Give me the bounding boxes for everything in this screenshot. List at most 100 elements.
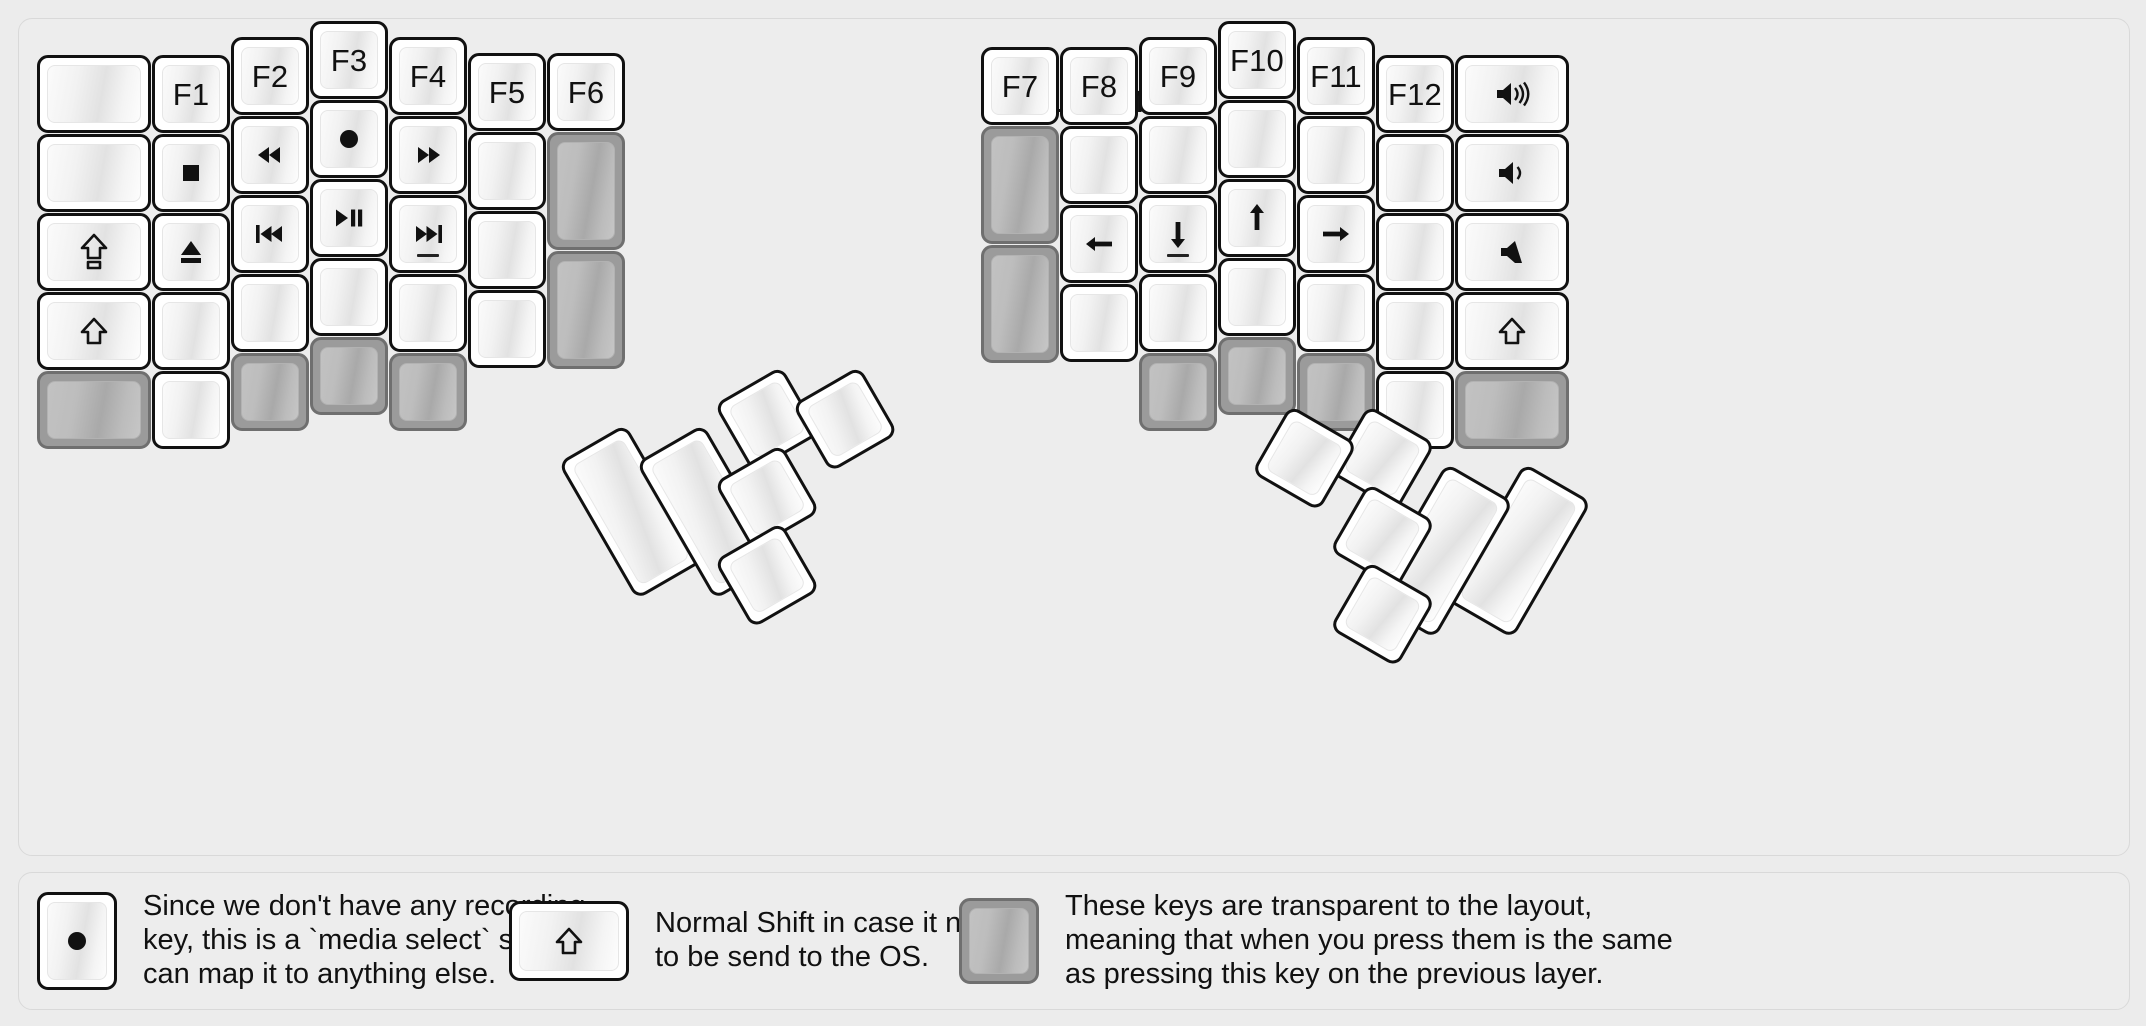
key-outer-most-r-r2[interactable] bbox=[1455, 134, 1569, 212]
key-inner-most-r3[interactable] bbox=[547, 251, 625, 369]
key-index-inner-r4[interactable] bbox=[468, 290, 546, 368]
key-label: F2 bbox=[251, 58, 289, 94]
key-pinky-r-r4[interactable] bbox=[1297, 274, 1375, 352]
key-label: F3 bbox=[330, 42, 368, 78]
key-index-inner-r-r2[interactable] bbox=[981, 126, 1059, 244]
key-pinky-r-r5[interactable] bbox=[1297, 353, 1375, 431]
key-index-r-r1[interactable]: F8 bbox=[1060, 47, 1138, 125]
key-pinky-r1[interactable]: F1 bbox=[152, 55, 230, 133]
key-ring-r5[interactable] bbox=[231, 353, 309, 431]
key-middle-r5[interactable] bbox=[310, 337, 388, 415]
key-cap bbox=[478, 142, 536, 200]
legend-key-1[interactable] bbox=[37, 892, 117, 990]
key-index-r4[interactable] bbox=[389, 274, 467, 352]
key-cap bbox=[1149, 284, 1207, 342]
key-inner-most-r2[interactable] bbox=[547, 132, 625, 250]
key-middle-r3[interactable] bbox=[310, 179, 388, 257]
key-index-inner-r2[interactable] bbox=[468, 132, 546, 210]
key-pinky-outer-r-r3[interactable] bbox=[1376, 213, 1454, 291]
thumb-small-2[interactable] bbox=[791, 365, 899, 473]
media-stop-icon bbox=[170, 152, 212, 194]
key-pinky-outer-r5[interactable] bbox=[37, 371, 151, 449]
key-pinky-outer-r-r4[interactable] bbox=[1376, 292, 1454, 370]
key-index-r-r4[interactable] bbox=[1060, 284, 1138, 362]
key-middle-r1[interactable]: F3 bbox=[310, 21, 388, 99]
key-inner-most-r1[interactable]: F6 bbox=[547, 53, 625, 131]
key-cap: F12 bbox=[1386, 65, 1444, 123]
key-cap bbox=[991, 255, 1049, 353]
key-ring-r-r2[interactable] bbox=[1218, 100, 1296, 178]
key-index-r5[interactable] bbox=[389, 353, 467, 431]
arrow-right-icon bbox=[1315, 213, 1357, 255]
key-pinky-outer-r1[interactable] bbox=[37, 55, 151, 133]
key-cap: F11 bbox=[1307, 47, 1365, 105]
key-middle-r-r3[interactable] bbox=[1139, 195, 1217, 273]
key-pinky-outer-r4[interactable] bbox=[37, 292, 151, 370]
key-pinky-r-r3[interactable] bbox=[1297, 195, 1375, 273]
key-outer-most-r-r4[interactable] bbox=[1455, 292, 1569, 370]
key-ring-r-r5[interactable] bbox=[1218, 337, 1296, 415]
key-index-inner-r3[interactable] bbox=[468, 211, 546, 289]
key-cap: F5 bbox=[478, 63, 536, 121]
key-label: F1 bbox=[172, 76, 210, 112]
key-ring-r2[interactable] bbox=[231, 116, 309, 194]
key-pinky-outer-r-r1[interactable]: F12 bbox=[1376, 55, 1454, 133]
key-cap bbox=[1342, 574, 1423, 654]
key-cap bbox=[805, 379, 885, 459]
key-cap bbox=[1465, 381, 1559, 439]
key-cap bbox=[47, 902, 107, 980]
key-pinky-r2[interactable] bbox=[152, 134, 230, 212]
key-index-inner-r-r3[interactable] bbox=[981, 245, 1059, 363]
key-pinky-outer-r3[interactable] bbox=[37, 213, 151, 291]
key-outer-most-r-r3[interactable] bbox=[1455, 213, 1569, 291]
key-cap bbox=[1307, 205, 1365, 263]
key-cap bbox=[47, 223, 141, 281]
key-cap bbox=[1342, 496, 1423, 576]
key-index-r-r2[interactable] bbox=[1060, 126, 1138, 204]
legend-key-3[interactable] bbox=[959, 898, 1039, 984]
key-pinky-r5[interactable] bbox=[152, 371, 230, 449]
key-cap bbox=[1149, 205, 1207, 263]
key-index-r1[interactable]: F4 bbox=[389, 37, 467, 115]
key-middle-r-r1[interactable]: F9 bbox=[1139, 37, 1217, 115]
key-ring-r-r4[interactable] bbox=[1218, 258, 1296, 336]
key-cap bbox=[1465, 144, 1559, 202]
key-middle-r-r4[interactable] bbox=[1139, 274, 1217, 352]
key-pinky-r-r1[interactable]: F11 bbox=[1297, 37, 1375, 115]
key-cap bbox=[241, 363, 299, 421]
key-ring-r4[interactable] bbox=[231, 274, 309, 352]
key-pinky-r4[interactable] bbox=[152, 292, 230, 370]
key-pinky-r3[interactable] bbox=[152, 213, 230, 291]
key-index-inner-r-r1[interactable]: F7 bbox=[981, 47, 1059, 125]
media-record-icon bbox=[56, 920, 98, 962]
key-ring-r3[interactable] bbox=[231, 195, 309, 273]
key-cap: F2 bbox=[241, 47, 299, 105]
key-index-r2[interactable] bbox=[389, 116, 467, 194]
key-ring-r-r3[interactable] bbox=[1218, 179, 1296, 257]
key-middle-r4[interactable] bbox=[310, 258, 388, 336]
key-cap: F6 bbox=[557, 63, 615, 121]
key-middle-r-r5[interactable] bbox=[1139, 353, 1217, 431]
key-outer-most-r-r1[interactable] bbox=[1455, 55, 1569, 133]
key-pinky-outer-r-r2[interactable] bbox=[1376, 134, 1454, 212]
key-middle-r-r2[interactable] bbox=[1139, 116, 1217, 194]
key-label: F10 bbox=[1229, 42, 1285, 78]
key-middle-r2[interactable] bbox=[310, 100, 388, 178]
key-index-r3[interactable] bbox=[389, 195, 467, 273]
key-index-r-r3[interactable] bbox=[1060, 205, 1138, 283]
key-index-inner-r1[interactable]: F5 bbox=[468, 53, 546, 131]
key-cap bbox=[557, 142, 615, 240]
key-cap bbox=[1149, 363, 1207, 421]
key-cap bbox=[162, 144, 220, 202]
key-pinky-outer-r2[interactable] bbox=[37, 134, 151, 212]
key-pinky-r-r2[interactable] bbox=[1297, 116, 1375, 194]
key-ring-r-r1[interactable]: F10 bbox=[1218, 21, 1296, 99]
key-ring-r1[interactable]: F2 bbox=[231, 37, 309, 115]
legend-key-2[interactable] bbox=[509, 901, 629, 981]
media-play-pause-icon bbox=[328, 197, 370, 239]
key-outer-most-r-r5[interactable] bbox=[1455, 371, 1569, 449]
key-label: F12 bbox=[1387, 76, 1443, 112]
key-cap bbox=[47, 65, 141, 123]
key-cap bbox=[47, 381, 141, 439]
